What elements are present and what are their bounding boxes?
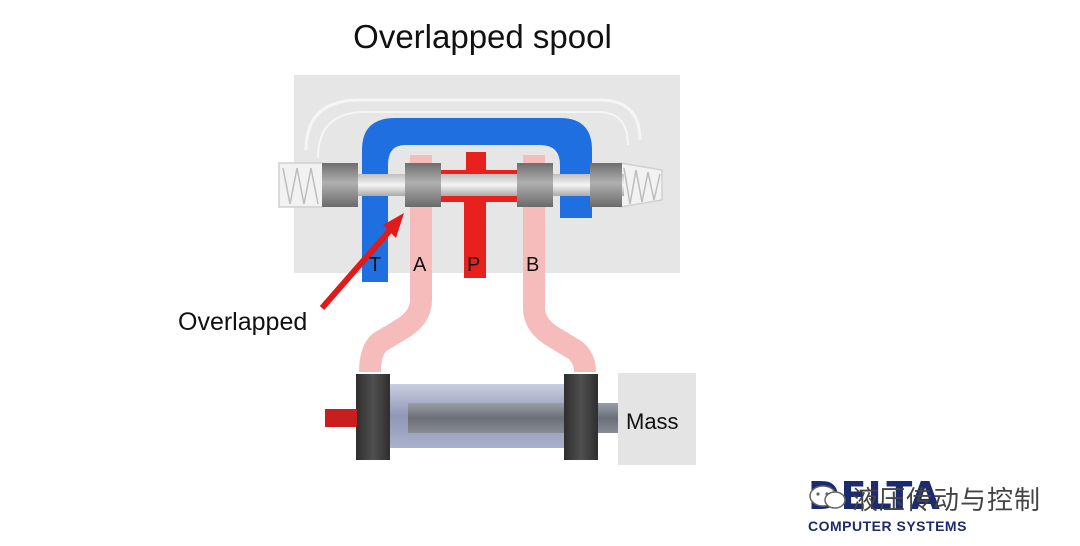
port-label-b: B [526, 254, 540, 276]
line-b [523, 155, 596, 373]
port-label-a: A [413, 254, 427, 276]
wechat-icon [809, 485, 846, 509]
cylinder-cap-right [564, 374, 598, 460]
cylinder-cap-left [356, 374, 390, 460]
watermark-text: 液压传动与控制 [852, 486, 1042, 516]
annotation-arrow-line [319, 226, 395, 310]
port-label-p: P [467, 254, 481, 276]
tank-passage [362, 118, 592, 282]
left-spring [278, 162, 324, 208]
pressure-port-passage [464, 198, 486, 278]
line-a [359, 155, 432, 373]
annotation-arrow-head [383, 213, 404, 238]
spool-land-a [405, 163, 441, 207]
spool-land-b [517, 163, 553, 207]
overlapped-annotation: Overlapped [178, 308, 308, 336]
logo-subtitle: COMPUTER SYSTEMS [808, 518, 967, 534]
cylinder-mount [325, 409, 357, 427]
mass-block [618, 373, 696, 465]
mass-label: Mass [626, 409, 679, 434]
spool-shaft [322, 174, 624, 196]
spool-land-right [590, 163, 622, 207]
diagram-title: Overlapped spool [353, 18, 612, 55]
valve-body-outline [304, 98, 642, 151]
spool-land-left [322, 163, 358, 207]
port-label-t: T [369, 254, 382, 276]
right-spring [619, 162, 663, 208]
pressure-top [466, 152, 486, 174]
valve-body-outline-inner [317, 111, 629, 159]
